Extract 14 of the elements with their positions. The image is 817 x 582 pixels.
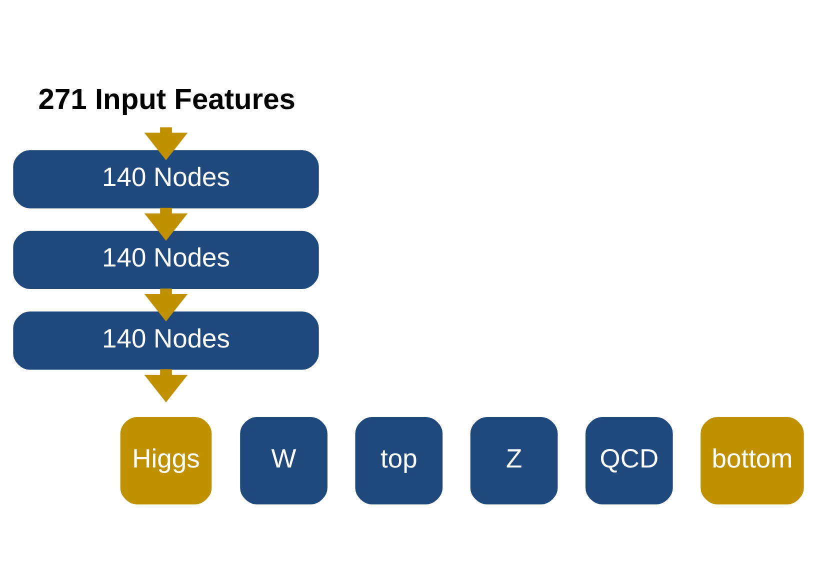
node-box: bottom <box>700 416 804 504</box>
arrow <box>144 126 188 160</box>
node-box: top <box>355 416 443 504</box>
node-text: 271 Input Features <box>38 84 296 116</box>
arrow <box>144 207 188 240</box>
node-box: 140 Nodes <box>13 230 319 289</box>
node-box: Z <box>470 416 558 504</box>
node-box: 140 Nodes <box>13 311 319 370</box>
arrow <box>144 288 188 322</box>
node-box: 140 Nodes <box>13 150 319 208</box>
node-box: Higgs <box>120 416 212 504</box>
node-box: QCD <box>586 416 673 504</box>
arrow <box>144 368 188 402</box>
node-box: W <box>240 416 328 504</box>
